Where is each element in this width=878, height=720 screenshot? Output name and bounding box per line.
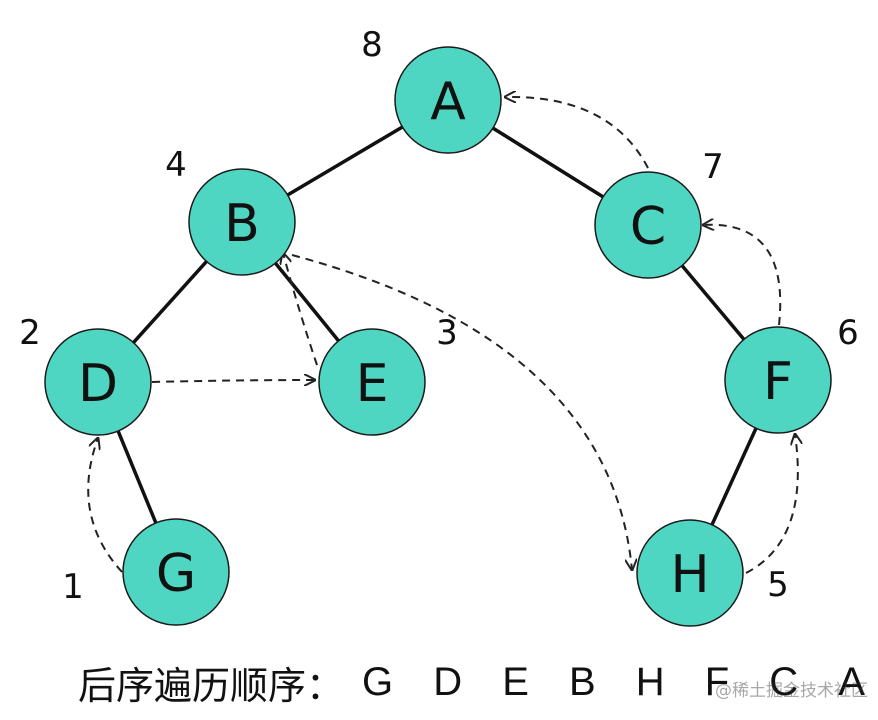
node-label: A — [430, 72, 466, 132]
tree-edge-a-c — [492, 126, 604, 199]
node-label: G — [156, 544, 196, 604]
order-number: 3 — [436, 313, 458, 353]
node-label: C — [630, 197, 666, 257]
tree-edge-d-g — [116, 430, 158, 524]
node-label: B — [224, 194, 260, 254]
tree-node-f: F6 — [724, 313, 859, 434]
tree-edges — [116, 125, 758, 526]
traversal-arrow-c-a — [505, 97, 649, 169]
traversal-arrow-d-e — [151, 380, 315, 382]
node-circle — [318, 328, 426, 436]
node-circle — [594, 171, 702, 279]
traversal-arrows — [87, 97, 798, 574]
order-number: 1 — [62, 567, 84, 607]
node-label: D — [78, 354, 118, 414]
tree-edge-b-d — [132, 260, 208, 344]
tree-edge-c-f — [680, 264, 746, 341]
sequence-item: F — [704, 659, 730, 704]
order-number: 4 — [165, 145, 187, 185]
traversal-caption: 后序遍历顺序： G D E B H F C A — [78, 652, 878, 712]
tree-node-g: G1 — [62, 518, 230, 626]
tree-node-b: B4 — [165, 145, 296, 276]
node-circle — [44, 328, 152, 436]
traversal-arrow-g-d — [87, 438, 123, 573]
sequence-item: B — [569, 659, 596, 704]
sequence-item: G — [362, 659, 394, 704]
sequence-item: C — [769, 659, 799, 704]
node-circle — [122, 518, 230, 626]
caption-label: 后序遍历顺序： — [78, 663, 345, 708]
traversal-arrow-e-b — [283, 253, 318, 366]
tree-node-d: D2 — [19, 313, 152, 436]
node-circle — [394, 46, 502, 154]
order-number: 6 — [837, 313, 859, 353]
tree-node-c: C7 — [594, 147, 724, 279]
sequence-item: A — [838, 659, 865, 704]
watermark: @稀土掘金技术社区 — [715, 681, 868, 701]
order-number: 7 — [702, 147, 724, 187]
sequence-item: E — [502, 659, 529, 704]
node-circle — [188, 168, 296, 276]
order-number: 8 — [361, 25, 383, 65]
traversal-sequence: G D E B H F C A — [362, 660, 878, 705]
node-label: H — [670, 545, 709, 605]
node-label: F — [763, 352, 793, 412]
order-number: 5 — [767, 565, 789, 605]
tree-node-a: A8 — [361, 25, 502, 154]
node-circle — [636, 519, 744, 627]
traversal-arrow-f-c — [703, 225, 782, 326]
tree-edge-b-e — [274, 262, 340, 342]
traversal-arrow-h-f — [745, 434, 798, 574]
tree-edge-f-h — [710, 427, 758, 526]
node-circle — [724, 326, 832, 434]
tree-node-e: E3 — [318, 313, 458, 436]
node-label: E — [356, 354, 389, 414]
tree-edge-a-b — [286, 125, 404, 197]
sequence-item: H — [635, 659, 665, 704]
order-number: 2 — [19, 313, 41, 353]
sequence-item: D — [433, 659, 463, 704]
traversal-arrow-b-h — [291, 254, 632, 570]
